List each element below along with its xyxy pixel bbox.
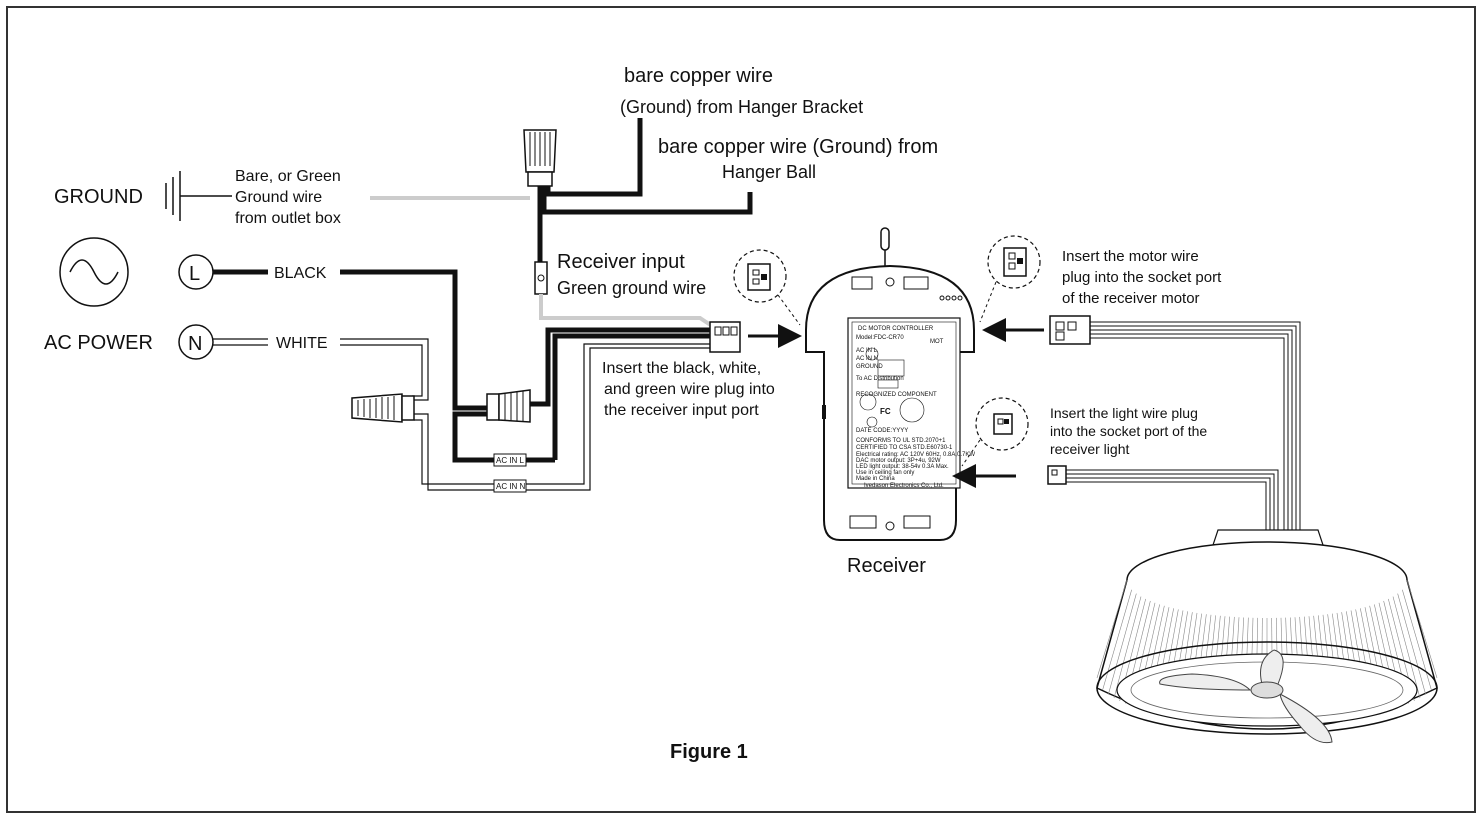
ground-label: GROUND xyxy=(54,186,143,208)
receiver-ground-wire xyxy=(534,186,714,328)
rx-ac-in-n: AC IN N xyxy=(856,356,878,362)
fan-rib-line xyxy=(1406,579,1438,679)
rx-conforms: CONFORMS TO UL STD.2070+1 xyxy=(856,438,946,444)
light-plug xyxy=(952,464,1279,530)
input-note-3: the receiver input port xyxy=(604,402,759,419)
fan-rib-line xyxy=(1402,589,1432,690)
fan-rib-line xyxy=(1096,579,1128,679)
bracket-ground-wire xyxy=(545,118,643,197)
input-port-zoom-icon xyxy=(733,249,801,326)
bracket-wire-label-2: (Ground) from Hanger Bracket xyxy=(620,97,863,117)
black-wire-nut xyxy=(452,327,710,463)
ac-in-n-text: AC IN N xyxy=(496,482,526,491)
light-port-zoom-icon xyxy=(961,397,1029,467)
ground-desc-line2: Ground wire xyxy=(235,189,322,206)
motor-note-1: Insert the motor wire xyxy=(1062,248,1199,265)
motor-port-zoom-icon xyxy=(979,235,1041,323)
fan-rib-line xyxy=(1102,589,1132,690)
input-note-1: Insert the black, white, xyxy=(602,360,761,377)
rx-model: Model:FDC-CR70 xyxy=(856,335,904,341)
motor-note-2: plug into the socket port xyxy=(1062,269,1222,286)
rx-date: DATE CODE:YYYY xyxy=(856,428,908,434)
black-supply-wire xyxy=(213,269,487,411)
ground-symbol xyxy=(165,171,232,221)
figure-caption: Figure 1 xyxy=(670,741,748,763)
ball-wire-label-2: Hanger Ball xyxy=(722,162,816,182)
rx-spec1: Electrical rating: AC 120V 60Hz, 0.8A,0.… xyxy=(856,452,975,458)
fan-rib-line xyxy=(1108,593,1137,695)
light-note-1: Insert the light wire plug xyxy=(1050,405,1198,421)
ground-desc-line3: from outlet box xyxy=(235,210,341,227)
ball-ground-wire xyxy=(541,186,753,215)
ball-wire-label-1: bare copper wire (Ground) from xyxy=(658,136,938,158)
receiver-input-label: Receiver input xyxy=(557,251,685,273)
ac-source-icon xyxy=(59,237,129,307)
rx-title: DC MOTOR CONTROLLER xyxy=(858,326,934,332)
ground-desc-line1: Bare, or Green xyxy=(235,168,341,185)
black-label: BLACK xyxy=(274,265,327,282)
rx-to-ac: To AC Distribution xyxy=(856,376,904,382)
rx-spec3: LED light output: 38-54v 0.3A Max. xyxy=(856,464,949,470)
receiver-unit xyxy=(805,227,975,541)
rx-maker: Ivedason Electronics Co., Ltd. xyxy=(864,483,944,489)
ac-power-label: AC POWER xyxy=(44,332,153,354)
receiver-label: Receiver xyxy=(847,555,926,577)
rx-fc: FC xyxy=(880,407,891,416)
rx-ac-in-l: AC IN L xyxy=(856,348,878,354)
motor-plug xyxy=(982,315,1301,530)
input-note-2: and green wire plug into xyxy=(604,381,775,398)
l-symbol: L xyxy=(189,263,200,285)
bracket-wire-label-1: bare copper wire xyxy=(624,65,773,87)
light-note-3: receiver light xyxy=(1050,441,1129,457)
rx-spec5: Made in China xyxy=(856,476,895,482)
fan-rib-line xyxy=(1397,593,1426,695)
rx-ground: GROUND xyxy=(856,364,883,370)
ground-wire-nut xyxy=(523,129,557,187)
input-plug xyxy=(709,321,802,353)
rx-spec2: DAC motor output: 3P+4u, 92W xyxy=(856,458,941,464)
white-label: WHITE xyxy=(276,335,328,352)
white-wire-nut xyxy=(351,393,494,491)
white-supply-wire xyxy=(213,338,429,401)
ac-in-l-text: AC IN L xyxy=(496,456,525,465)
fan-rib-line xyxy=(1392,596,1421,699)
green-ground-label: Green ground wire xyxy=(557,278,706,298)
n-symbol: N xyxy=(188,333,202,355)
rx-recognized: RECOGNIZED COMPONENT xyxy=(856,392,937,398)
light-note-2: into the socket port of the xyxy=(1050,423,1207,439)
rx-mot: MOT xyxy=(930,339,944,345)
rx-spec4: Use in ceiling fan only xyxy=(856,470,914,476)
motor-note-3: of the receiver motor xyxy=(1062,290,1200,307)
rx-certified: CERTIFIED TO CSA STD.E60730-1 xyxy=(856,445,953,451)
ac-in-n-tag xyxy=(493,343,710,493)
n-terminal-icon xyxy=(178,324,214,360)
fan-rib-line xyxy=(1113,596,1142,699)
ac-in-l-tag xyxy=(493,333,710,467)
ceiling-fan-illustration xyxy=(1096,529,1438,744)
